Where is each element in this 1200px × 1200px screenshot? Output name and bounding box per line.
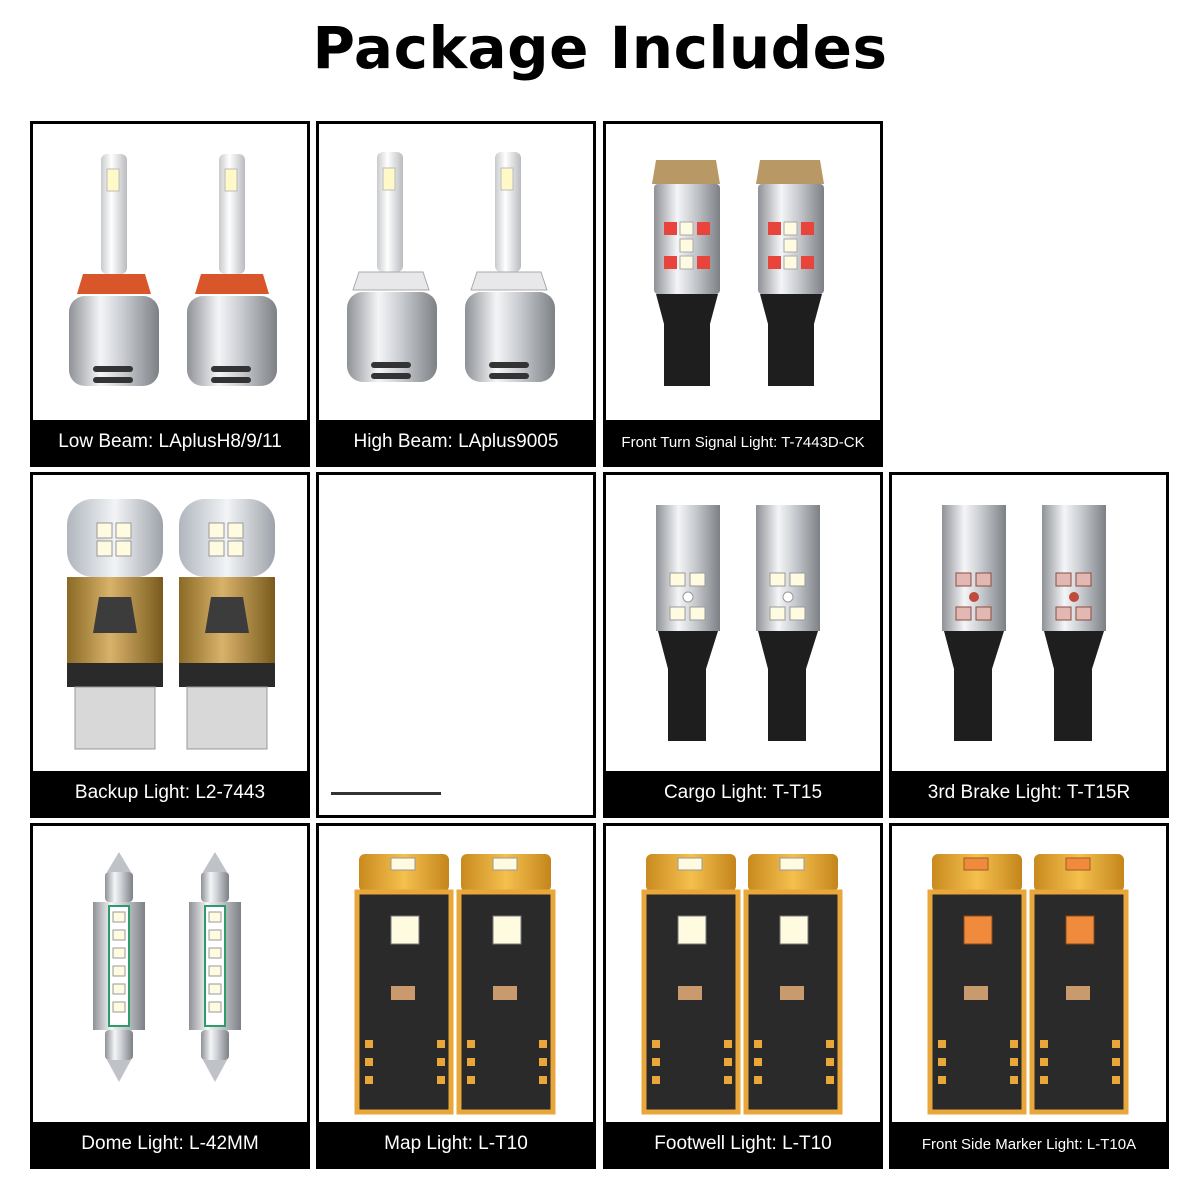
product-label: Low Beam: LAplusH8/9/11 <box>33 420 307 464</box>
product-label: 3rd Brake Light: T-T15R <box>892 771 1166 815</box>
t10-white-bulb-pair-icon <box>641 854 843 1115</box>
7443-backup-bulb-pair-icon <box>67 499 275 750</box>
9005-headlight-bulb-pair-icon <box>347 152 555 382</box>
product-card-map-light: Map Light: L-T10 <box>316 823 596 1169</box>
product-card-dome-light: Dome Light: L-42MM <box>30 823 310 1169</box>
product-card-backup-light: Backup Light: L2-7443 <box>30 472 310 818</box>
product-label: Cargo Light: T-T15 <box>606 771 880 815</box>
product-label <box>319 771 593 815</box>
product-label: Map Light: L-T10 <box>319 1122 593 1166</box>
product-card-front-side-marker: Front Side Marker Light: L-T10A <box>889 823 1169 1169</box>
product-label: Front Side Marker Light: L-T10A <box>892 1122 1166 1166</box>
product-card-empty <box>316 472 596 818</box>
t10-white-bulb-pair-icon <box>354 854 556 1115</box>
product-card-high-beam: High Beam: LAplus9005 <box>316 121 596 467</box>
festoon-42mm-bulb-pair-icon <box>93 852 241 1082</box>
h11-headlight-bulb-pair-icon <box>69 154 277 386</box>
product-card-3rd-brake-light: 3rd Brake Light: T-T15R <box>889 472 1169 818</box>
product-card-footwell-light: Footwell Light: L-T10 <box>603 823 883 1169</box>
product-label: High Beam: LAplus9005 <box>319 420 593 464</box>
t15-white-bulb-pair-icon <box>656 505 820 741</box>
product-label: Backup Light: L2-7443 <box>33 771 307 815</box>
page-title: Package Includes <box>312 14 888 82</box>
product-label: Footwell Light: L-T10 <box>606 1122 880 1166</box>
t15-red-bulb-pair-icon <box>942 505 1106 741</box>
product-label: Front Turn Signal Light: T-7443D-CK <box>606 420 880 464</box>
product-label: Dome Light: L-42MM <box>33 1122 307 1166</box>
placeholder-bar <box>331 791 441 795</box>
product-card-low-beam: Low Beam: LAplusH8/9/11 <box>30 121 310 467</box>
7443-dual-color-bulb-pair-icon <box>652 160 824 386</box>
t10-amber-bulb-pair-icon <box>927 854 1129 1115</box>
product-card-cargo-light: Cargo Light: T-T15 <box>603 472 883 818</box>
product-card-front-turn-signal: Front Turn Signal Light: T-7443D-CK <box>603 121 883 467</box>
